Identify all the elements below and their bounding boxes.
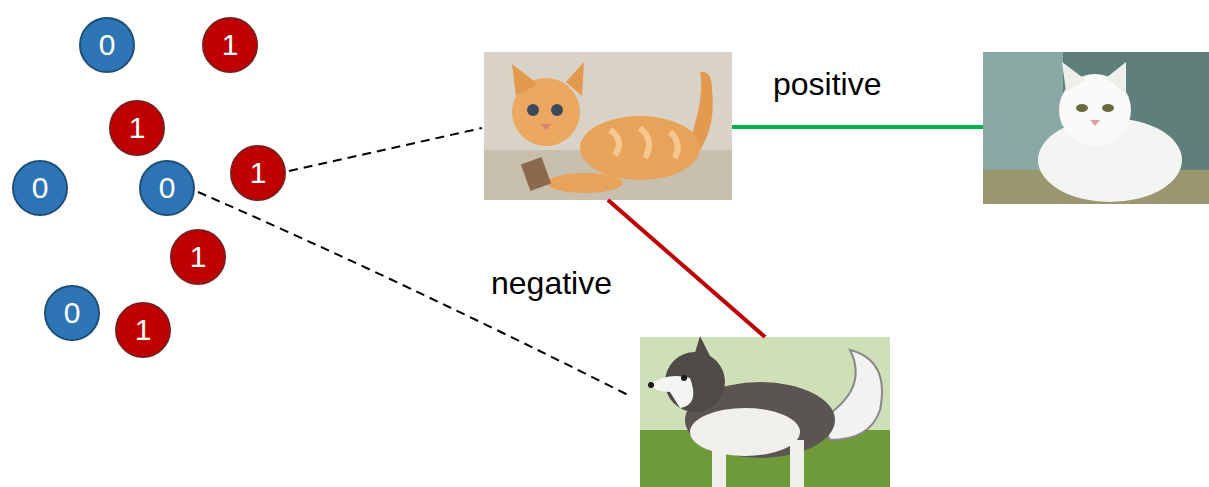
- class-digit: 1: [190, 242, 207, 272]
- class-digit: 1: [129, 113, 146, 143]
- label-circle: 0: [139, 160, 195, 216]
- class-digit: 0: [159, 173, 176, 203]
- link-label: positive: [770, 66, 885, 103]
- photo-ground: [640, 337, 890, 487]
- kitten-ear: [566, 62, 584, 96]
- kitten-eye: [527, 104, 539, 116]
- label-circle: 0: [79, 17, 135, 73]
- leader-line: [289, 128, 482, 171]
- class-digit: 1: [222, 30, 239, 60]
- kitten-body: [580, 116, 700, 180]
- positive-link: [732, 125, 983, 129]
- husky-photo: [640, 336, 890, 487]
- cat-ear: [1062, 62, 1086, 92]
- negative-link: [608, 200, 765, 337]
- husky-ear: [694, 336, 712, 360]
- class-digit: 0: [32, 173, 49, 203]
- kitten-paw: [547, 173, 623, 193]
- husky-belly: [690, 408, 800, 456]
- white-cat-photo: [983, 52, 1209, 204]
- label-circle: 0: [12, 160, 68, 216]
- husky-eye: [681, 375, 687, 381]
- photo-ground: [983, 52, 1209, 204]
- label-circle: 1: [230, 145, 286, 201]
- husky-leg: [790, 440, 804, 487]
- kitten-nose: [541, 124, 551, 130]
- class-digit: 1: [250, 158, 267, 188]
- husky-muzzle: [650, 376, 693, 408]
- leader-line: [198, 192, 632, 397]
- kitten-ear: [512, 64, 538, 96]
- link-label: negative: [488, 265, 615, 302]
- class-digit: 1: [135, 315, 152, 345]
- cat-ear: [1106, 62, 1126, 94]
- label-circle: 1: [170, 229, 226, 285]
- husky-leg: [712, 440, 726, 487]
- kitten-stripes: [610, 128, 678, 158]
- cat-eye: [1102, 104, 1114, 112]
- label-circle: 1: [202, 17, 258, 73]
- photo-ground: [484, 52, 732, 200]
- cat-eye: [1076, 104, 1088, 112]
- kitten-eye: [551, 104, 563, 116]
- class-digit: 0: [99, 30, 116, 60]
- kitten-photo: [484, 52, 732, 200]
- label-circle: 0: [44, 285, 100, 341]
- label-circle: 1: [115, 302, 171, 358]
- toy: [521, 157, 551, 191]
- cat-nose: [1090, 120, 1100, 126]
- label-circle: 1: [109, 100, 165, 156]
- class-digit: 0: [64, 298, 81, 328]
- husky-nose: [648, 382, 654, 388]
